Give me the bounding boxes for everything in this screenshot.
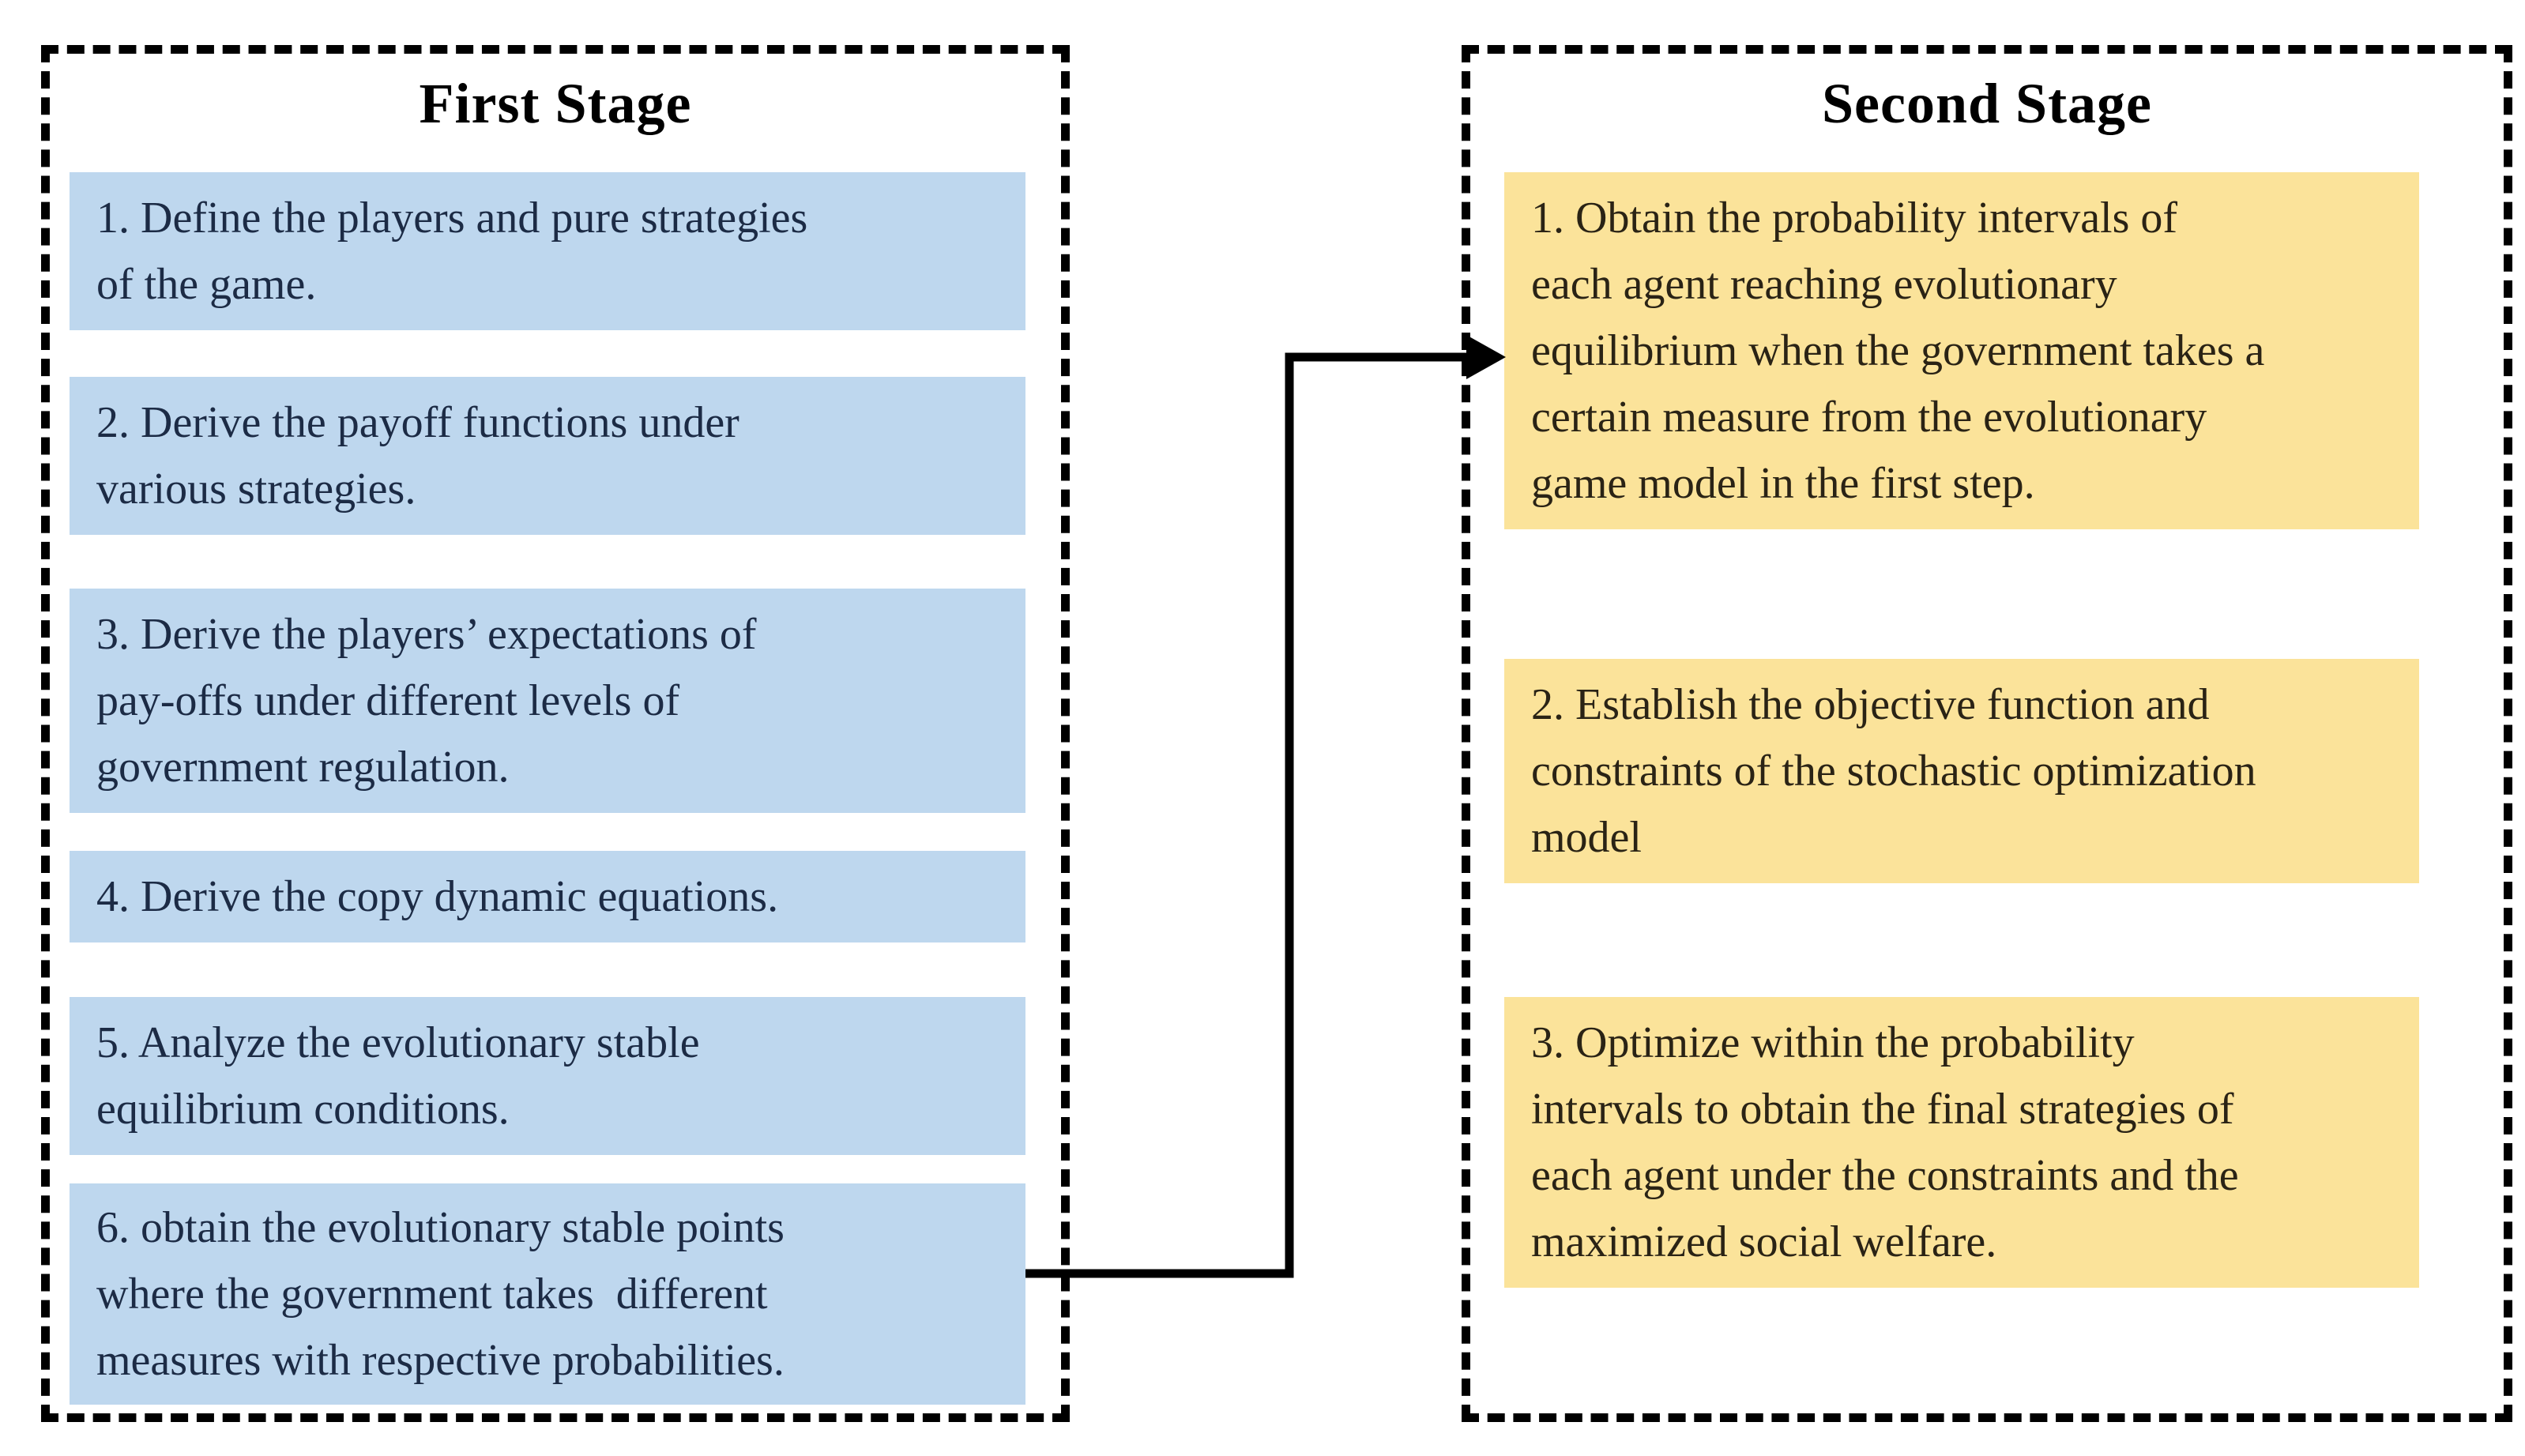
second-stage-step-3: 3. Optimize within the probability inter… — [1504, 997, 2419, 1288]
second-stage-step-1: 1. Obtain the probability intervals of e… — [1504, 172, 2419, 529]
first-stage-panel: First Stage 1. Define the players and pu… — [41, 45, 1070, 1422]
first-stage-step-3: 3. Derive the players’ expectations of p… — [70, 589, 1025, 813]
second-stage-panel: Second Stage 1. Obtain the probability i… — [1462, 45, 2512, 1422]
first-stage-step-5: 5. Analyze the evolutionary stable equil… — [70, 997, 1025, 1155]
second-stage-step-2: 2. Establish the objective function and … — [1504, 659, 2419, 883]
first-stage-step-6: 6. obtain the evolutionary stable points… — [70, 1183, 1025, 1405]
first-stage-step-1: 1. Define the players and pure strategie… — [70, 172, 1025, 330]
first-stage-title: First Stage — [419, 72, 692, 135]
first-stage-step-2: 2. Derive the payoff functions under var… — [70, 377, 1025, 535]
second-stage-title: Second Stage — [1821, 72, 2153, 135]
first-stage-step-4: 4. Derive the copy dynamic equations. — [70, 851, 1025, 942]
connector-line — [1025, 352, 1468, 1278]
